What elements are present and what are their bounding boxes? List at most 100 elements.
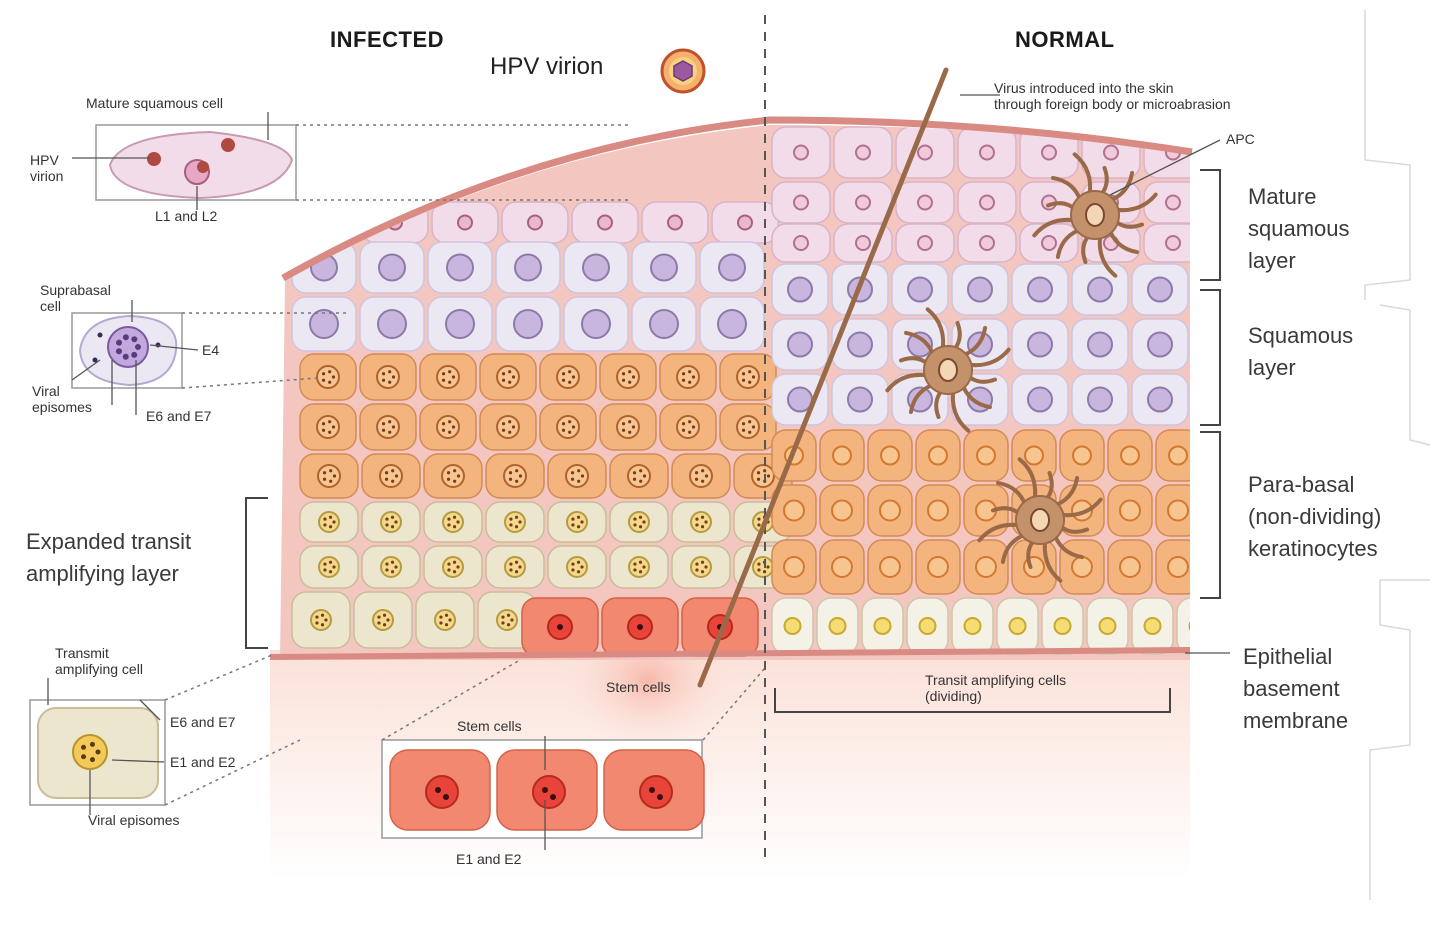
inset-stem-cell [389, 749, 491, 831]
stratum-corneum [281, 116, 1193, 282]
e1-e2-label-1: E1 and E2 [170, 754, 236, 770]
parabasal-cell [659, 403, 717, 451]
squamous-cell [951, 263, 1009, 316]
transit-cell [996, 597, 1039, 655]
parabasal-cell [479, 353, 537, 401]
parabasal-cell [419, 353, 477, 401]
squamous-cell [1071, 263, 1129, 316]
parabasal-cell [819, 539, 865, 595]
l1-l2-label: L1 and L2 [155, 208, 218, 224]
transit-cell [423, 501, 483, 543]
squamous-cell [1011, 318, 1069, 371]
squamous-cell [771, 318, 829, 371]
parabasal-cell [915, 484, 961, 537]
hpv-virion-icon [660, 48, 706, 94]
squamous-cell [1011, 263, 1069, 316]
stem-cells-label-1: Stem cells [606, 679, 671, 695]
transit-cell [1041, 597, 1084, 655]
parabasal-cell [867, 484, 913, 537]
inset-connectors [164, 124, 766, 806]
outer-brackets [1364, 10, 1431, 900]
transit-cell [861, 597, 904, 655]
transit-cell [299, 545, 359, 589]
mature-squamous-cell [771, 126, 831, 179]
squamous-cell [1131, 373, 1189, 426]
transit-cell [1131, 597, 1174, 655]
parabasal-cell [485, 453, 545, 499]
transit-cell [485, 545, 545, 589]
basement-membrane [269, 647, 1191, 660]
expanded-transit-bracket [245, 497, 268, 649]
inset-stem-cell [603, 749, 705, 831]
squamous-cell [427, 296, 493, 352]
transit-cell [361, 545, 421, 589]
squamous-cell [1071, 318, 1129, 371]
squamous-cell [495, 296, 561, 352]
parabasal-cell [963, 484, 1009, 537]
transit-cell [951, 597, 994, 655]
parabasal-cell [671, 453, 731, 499]
stem-cell [681, 597, 759, 657]
transit-cell [423, 545, 483, 589]
transit-cell [547, 545, 607, 589]
squamous-cell [831, 318, 889, 371]
squamous-cell [831, 373, 889, 426]
transit-cell [353, 591, 413, 649]
squamous-cell [563, 296, 629, 352]
parabasal-cell [1059, 539, 1105, 595]
parabasal-cell [963, 429, 1009, 482]
squamous-cell [771, 263, 829, 316]
mature-squamous-cell [431, 201, 499, 244]
inset-mature-squamous-cell [108, 130, 294, 200]
parabasal-cell [299, 353, 357, 401]
squamous-cell [291, 296, 357, 352]
mature-squamous-cell [1019, 126, 1079, 179]
squamous-cell [631, 296, 697, 352]
stem-cell [601, 597, 679, 657]
parabasal-cell [819, 429, 865, 482]
mature-squamous-cell [957, 126, 1017, 179]
transit-cell [1176, 597, 1190, 655]
squamous-cell [631, 241, 697, 294]
mature-squamous-cell [771, 223, 831, 263]
squamous-cell [891, 263, 949, 316]
transit-cell [906, 597, 949, 655]
transit-cell [361, 501, 421, 543]
parabasal-cell [479, 403, 537, 451]
squamous-cell [1131, 318, 1189, 371]
apc-cell [885, 307, 1011, 433]
squamous-cell [1011, 373, 1069, 426]
transit-cell [816, 597, 859, 655]
mature-squamous-cell [771, 181, 831, 224]
e1-e2-label-2: E1 and E2 [456, 851, 522, 867]
squamous-cell [771, 373, 829, 426]
viral-episomes-label-2: Viral episomes [88, 812, 180, 828]
parabasal-cell [915, 429, 961, 482]
inset-transit-amplifying-cell [37, 707, 159, 799]
foreign-body-needle [697, 67, 949, 688]
transit-cell [299, 501, 359, 543]
parabasal-cell [819, 484, 865, 537]
hpv-virion-label: HPV virion [490, 53, 604, 80]
parabasal-cell [299, 403, 357, 451]
apc-cell [977, 457, 1103, 583]
parabasal-cell [361, 453, 421, 499]
parabasal-cell [419, 403, 477, 451]
mature-squamous-cell [833, 126, 893, 179]
parabasal-cell [609, 453, 669, 499]
parabasal-cell [599, 353, 657, 401]
squamous-cell [699, 296, 765, 352]
mature-squamous-cell [957, 181, 1017, 224]
mature-squamous-cell [571, 201, 639, 244]
squamous-cell [1131, 263, 1189, 316]
parabasal-layer-label: Para-basal(non-dividing)keratinocytes [1248, 472, 1382, 561]
parabasal-cell [599, 403, 657, 451]
inset-suprabasal-cell [78, 314, 178, 387]
leader-lines [47, 94, 1230, 850]
parabasal-cell [719, 403, 777, 451]
